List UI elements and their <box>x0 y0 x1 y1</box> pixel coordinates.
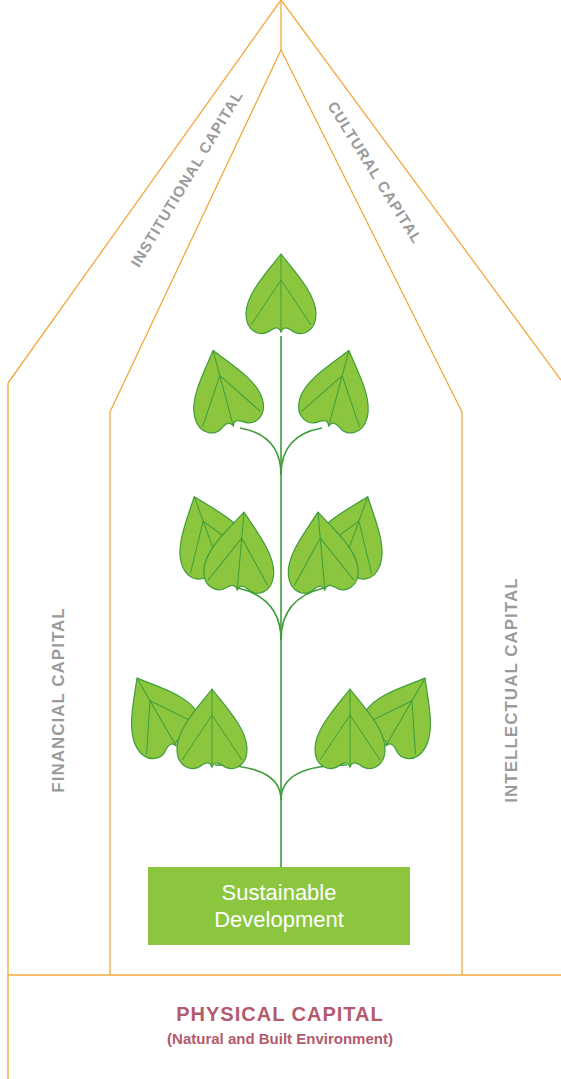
foundation-band: PHYSICAL CAPITAL (Natural and Built Envir… <box>0 1003 561 1047</box>
branch <box>215 765 281 800</box>
left-inner-wall <box>109 412 110 975</box>
main-stem <box>280 336 282 870</box>
leaf <box>283 509 360 594</box>
floor-line <box>8 974 561 975</box>
roof-divider <box>280 0 281 50</box>
wall-band: FINANCIAL CAPITAL <box>47 603 71 796</box>
branch <box>238 588 281 640</box>
node-label: INTELLECTUAL CAPITAL <box>502 577 522 802</box>
right-inner-wall <box>461 412 462 975</box>
leaf <box>179 342 267 437</box>
branch <box>281 765 347 800</box>
plant-leaves <box>107 254 456 768</box>
wall-band: INTELLECTUAL CAPITAL <box>500 573 524 806</box>
leaf <box>202 509 279 594</box>
node-label: FINANCIAL CAPITAL <box>49 607 69 792</box>
roof-band: CULTURAL CAPITAL <box>320 93 429 250</box>
node-label: INSTITUTIONAL CAPITAL <box>126 87 245 270</box>
leaf <box>315 689 385 768</box>
node-sublabel: (Natural and Built Environment) <box>0 1030 561 1047</box>
leaf <box>246 254 316 333</box>
leaf <box>295 342 383 437</box>
roof-band: INSTITUTIONAL CAPITAL <box>123 82 250 274</box>
node-label: PHYSICAL CAPITAL <box>0 1003 561 1026</box>
node-label: CULTURAL CAPITAL <box>324 98 425 246</box>
branch <box>281 588 324 640</box>
branch <box>281 428 322 475</box>
branch <box>240 428 281 475</box>
core-box: Sustainable Development <box>148 867 410 945</box>
node-label: Sustainable Development <box>188 879 370 933</box>
house-outline <box>8 0 561 1079</box>
leaf <box>177 689 247 768</box>
inner-roof <box>110 50 462 412</box>
